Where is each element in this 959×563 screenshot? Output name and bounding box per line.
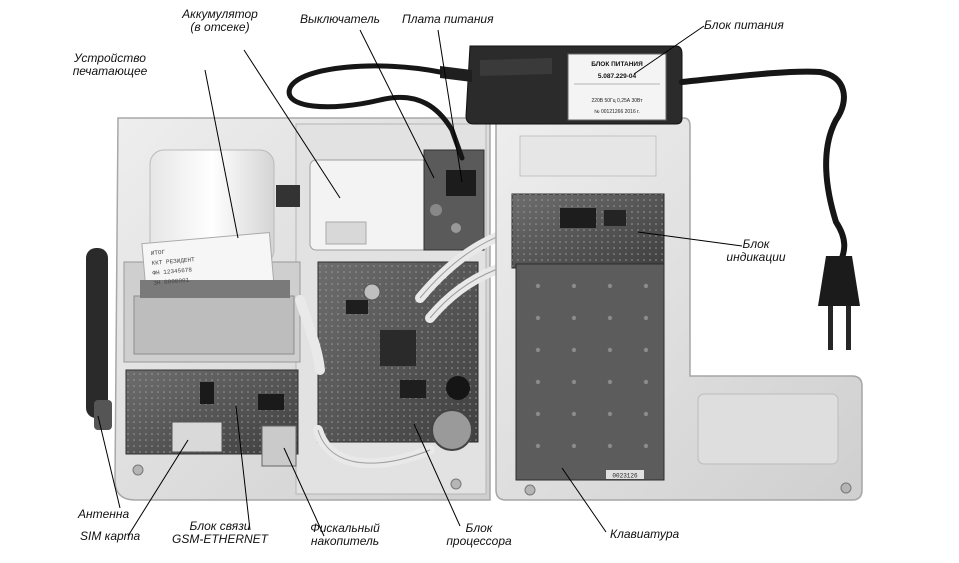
keyboard-contact	[643, 283, 649, 289]
keyboard-contact	[643, 315, 649, 321]
label-processor: Блок процессора	[446, 521, 512, 548]
keyboard-contact	[571, 379, 577, 385]
keyboard-contact	[571, 411, 577, 417]
keyboard-contact	[535, 315, 541, 321]
mains-plug	[818, 256, 860, 350]
screws	[132, 464, 852, 496]
keyboard-contact	[607, 379, 613, 385]
label-accumulator: Аккумулятор (в отсеке)	[182, 7, 258, 34]
printer-paper-line: ИТОГ	[150, 249, 165, 257]
keyboard-contact	[607, 315, 613, 321]
label-sim: SIM карта	[80, 529, 141, 543]
label-power-supply: Блок питания	[704, 18, 784, 32]
label-power-board: Плата питания	[402, 12, 494, 26]
label-fiscal: Фискальный накопитель	[310, 521, 380, 548]
keyboard-contact	[607, 443, 613, 449]
label-comm: Блок связи GSM-ETHERNET	[172, 519, 268, 546]
keyboard-contact	[571, 315, 577, 321]
keyboard-contact	[607, 283, 613, 289]
keyboard-contact	[571, 443, 577, 449]
accumulator-compartment	[309, 159, 429, 251]
psu-title: БЛОК ПИТАНИЯ	[591, 61, 643, 68]
psu-model: 5.087.229-04	[598, 73, 637, 80]
psu-serial: № 00121266 2016 г.	[594, 109, 640, 115]
keyboard-contact	[643, 347, 649, 353]
keyboard-contact	[535, 283, 541, 289]
keyboard-contact	[643, 411, 649, 417]
keyboard-contact	[535, 411, 541, 417]
keyboard-board	[515, 263, 665, 481]
power-supply	[440, 45, 683, 125]
keyboard-sticker-text: 0023126	[612, 473, 638, 480]
label-printer: Устройство печатающее	[72, 51, 148, 78]
power-board	[423, 149, 485, 251]
leader-lines	[97, 25, 743, 537]
printer-paper-line: ФН 12345678	[152, 266, 192, 276]
indication-board	[511, 193, 665, 269]
keyboard-contact	[607, 411, 613, 417]
keyboard-contact	[535, 347, 541, 353]
power-cables	[286, 63, 848, 261]
label-switch: Выключатель	[300, 12, 380, 26]
keyboard-contact	[643, 443, 649, 449]
label-antenna: Антенна	[78, 507, 130, 521]
keyboard-contact	[535, 443, 541, 449]
keyboard-contact	[535, 379, 541, 385]
printer-paper-line: ЗН 0000001	[153, 277, 190, 287]
antenna	[86, 248, 112, 430]
keyboard-contact	[571, 283, 577, 289]
comm-board	[125, 369, 299, 467]
printer-paper-line: ККТ РЕЗИДЕНТ	[151, 256, 195, 267]
printer-unit	[123, 149, 301, 363]
psu-rating: 220В 50Гц 0,25А 30Вт	[591, 98, 643, 104]
label-indication: Блок индикации	[726, 237, 786, 264]
keyboard-contact	[643, 379, 649, 385]
label-keyboard: Клавиатура	[610, 527, 680, 541]
keyboard-contact	[607, 347, 613, 353]
keyboard-contact	[571, 347, 577, 353]
